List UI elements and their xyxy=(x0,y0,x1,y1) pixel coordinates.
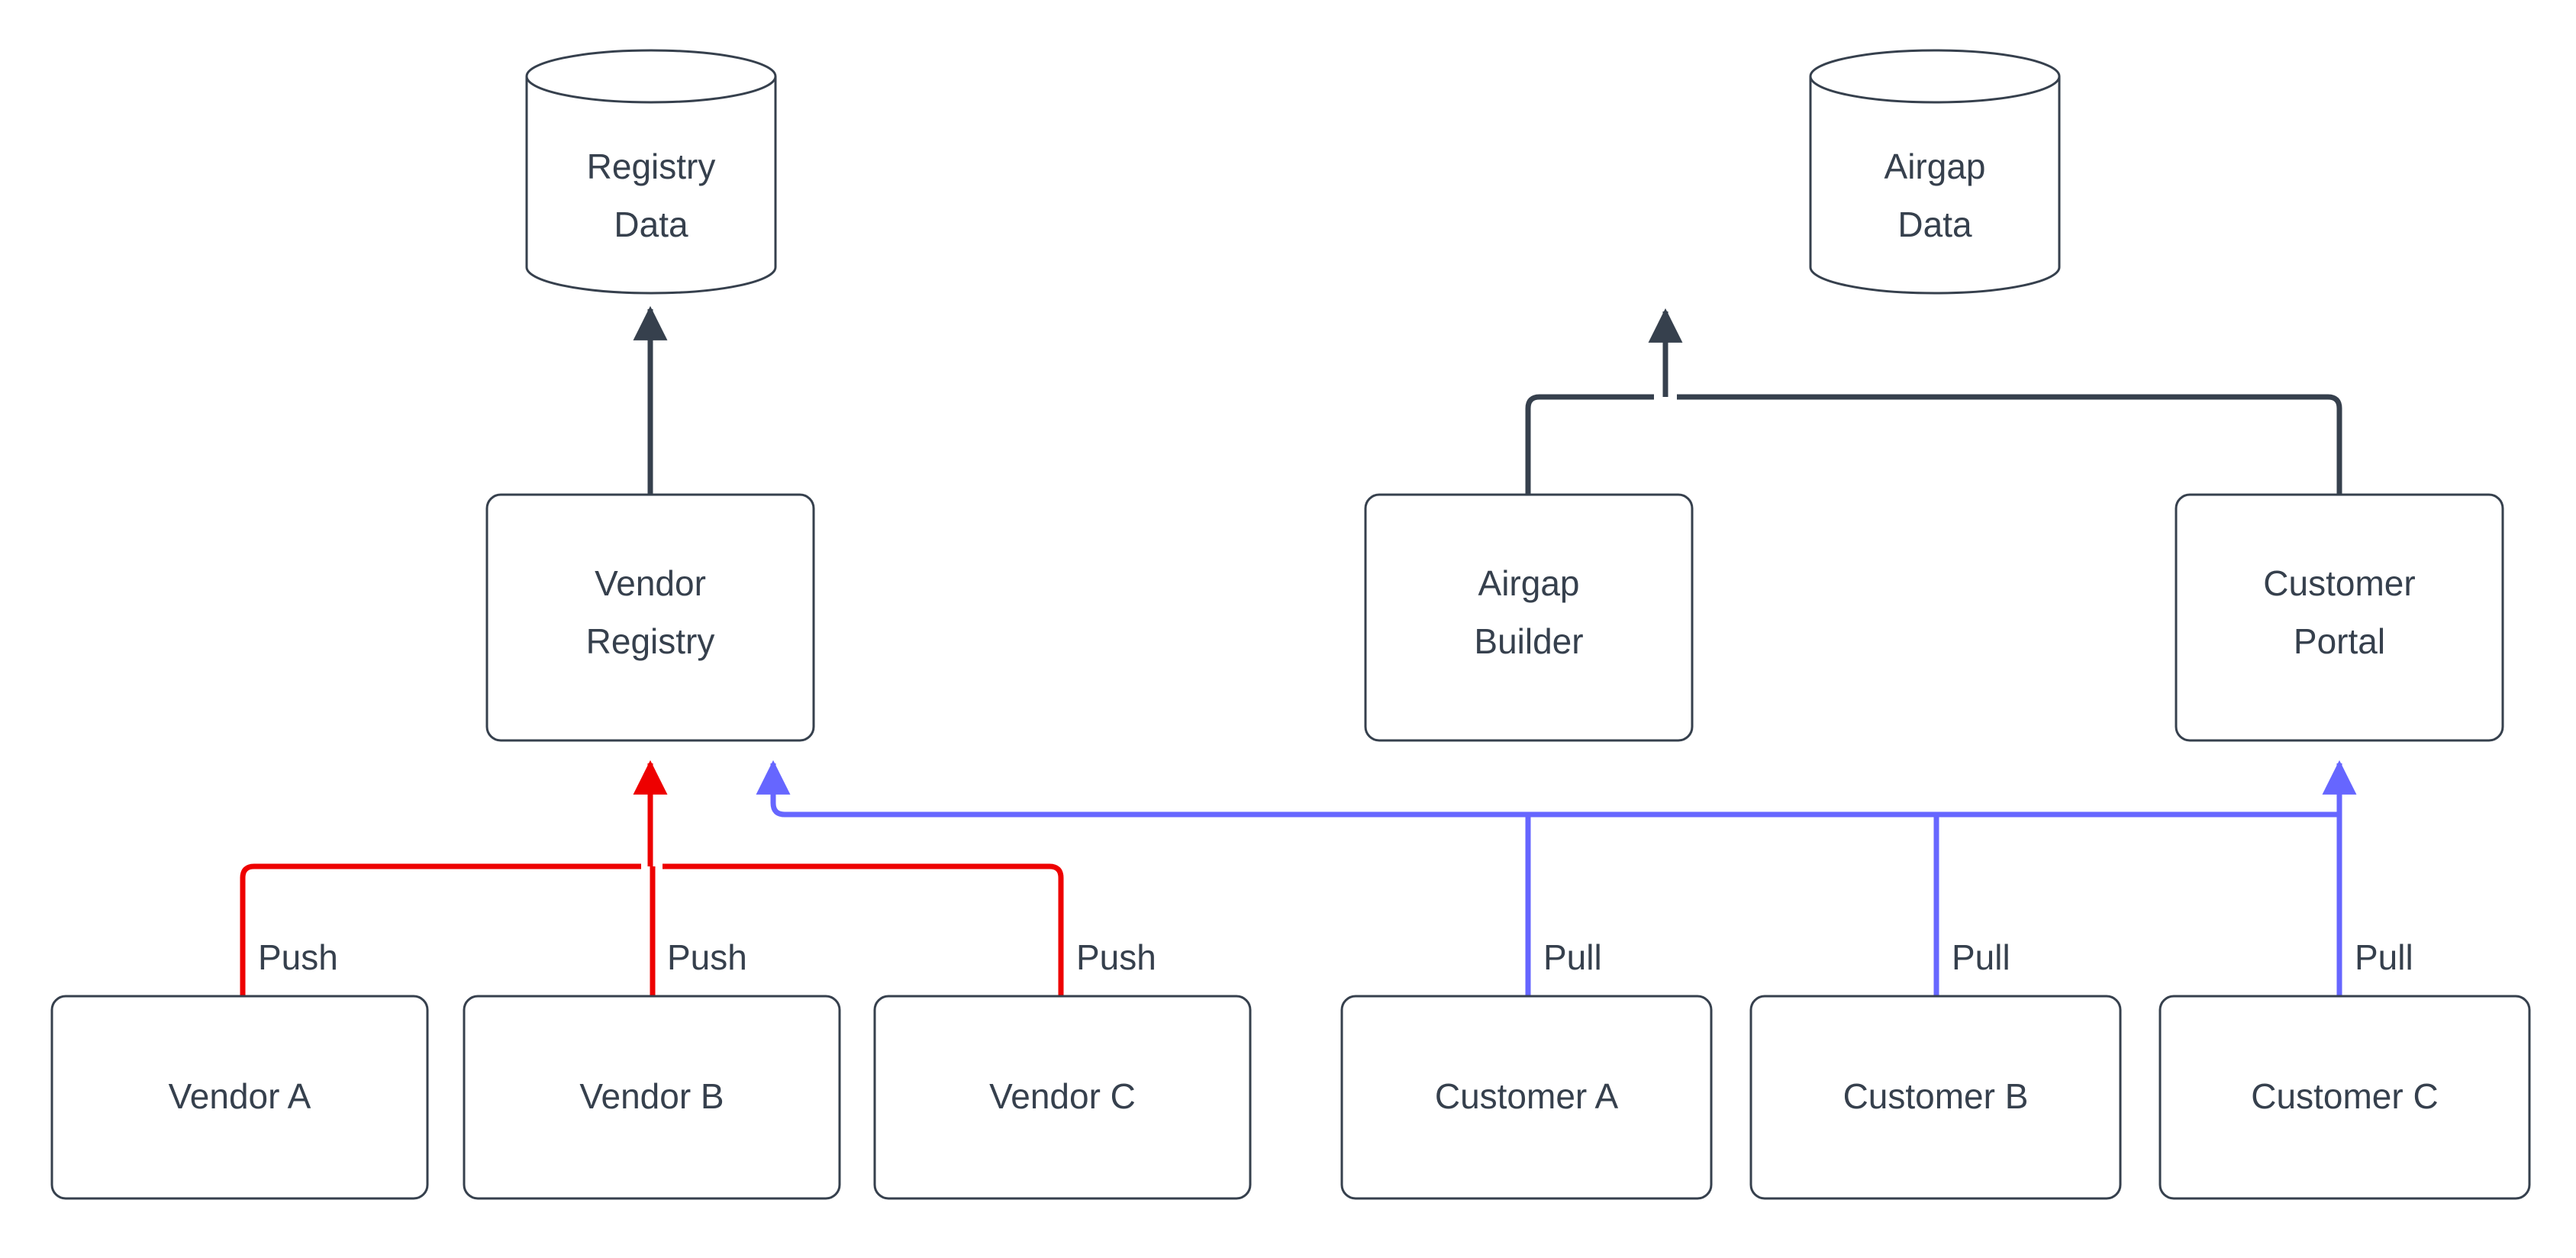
edge-airgap-builder-to-bus xyxy=(1525,394,1654,495)
airgap-data-label-line2: Data xyxy=(1897,205,1972,244)
node-registry-data[interactable]: Registry Data xyxy=(525,49,777,295)
vendor-registry-box xyxy=(485,493,815,742)
edge-pull-bus-to-vendor-registry xyxy=(756,760,2342,824)
customer-portal-label-line1: Customer xyxy=(2263,563,2415,603)
node-vendor-a[interactable]: Vendor A xyxy=(50,995,429,1200)
vendor-registry-label-line2: Registry xyxy=(586,621,715,661)
customer-b-label: Customer B xyxy=(1843,1076,2029,1116)
customer-c-label: Customer C xyxy=(2251,1076,2438,1116)
registry-data-cylinder-top xyxy=(525,49,777,104)
edge-label-pull-customer-a: Pull xyxy=(1543,937,1602,977)
node-airgap-data[interactable]: Airgap Data xyxy=(1809,49,2061,295)
airgap-builder-box xyxy=(1364,493,1694,742)
edge-label-pull-customer-b: Pull xyxy=(1952,937,2010,977)
vendor-a-box xyxy=(50,995,429,1200)
registry-data-label-line1: Registry xyxy=(587,147,716,186)
vendor-registry-label-line1: Vendor xyxy=(595,563,706,603)
edge-label-pull-customer-c: Pull xyxy=(2355,937,2413,977)
customer-portal-box xyxy=(2175,493,2504,742)
edge-label-push-vendor-a: Push xyxy=(258,937,338,977)
edge-label-push-vendor-c: Push xyxy=(1076,937,1156,977)
customer-a-label: Customer A xyxy=(1435,1076,1619,1116)
vendor-c-box xyxy=(873,995,1252,1200)
edge-customer-portal-to-bus xyxy=(1677,394,2342,495)
airgap-builder-label-line2: Builder xyxy=(1474,621,1583,661)
registry-data-cylinder-body xyxy=(525,76,777,295)
airgap-builder-label-line1: Airgap xyxy=(1478,563,1580,603)
customer-portal-label-line2: Portal xyxy=(2294,621,2385,661)
edge-vendor-a-push xyxy=(240,863,641,996)
airgap-data-cylinder-body xyxy=(1809,76,2061,295)
node-customer-c[interactable]: Customer C xyxy=(2158,995,2531,1200)
node-customer-a[interactable]: Customer A xyxy=(1340,995,1713,1200)
airgap-data-label-line1: Airgap xyxy=(1884,147,1986,186)
edge-label-push-vendor-b: Push xyxy=(667,937,747,977)
vendor-b-label: Vendor B xyxy=(579,1076,724,1116)
node-vendor-b[interactable]: Vendor B xyxy=(463,995,841,1200)
customer-a-box xyxy=(1340,995,1713,1200)
airgap-data-cylinder-top xyxy=(1809,49,2061,104)
vendor-c-label: Vendor C xyxy=(989,1076,1136,1116)
node-airgap-builder[interactable]: Airgap Builder xyxy=(1364,493,1694,742)
node-vendor-registry[interactable]: Vendor Registry xyxy=(485,493,815,742)
vendor-b-box xyxy=(463,995,841,1200)
registry-data-label-line2: Data xyxy=(614,205,688,244)
node-customer-portal[interactable]: Customer Portal xyxy=(2175,493,2504,742)
node-vendor-c[interactable]: Vendor C xyxy=(873,995,1252,1200)
customer-c-box xyxy=(2158,995,2531,1200)
edge-vendor-c-push xyxy=(663,863,1064,996)
vendor-a-label: Vendor A xyxy=(169,1076,311,1116)
customer-b-box xyxy=(1749,995,2122,1200)
node-customer-b[interactable]: Customer B xyxy=(1749,995,2122,1200)
